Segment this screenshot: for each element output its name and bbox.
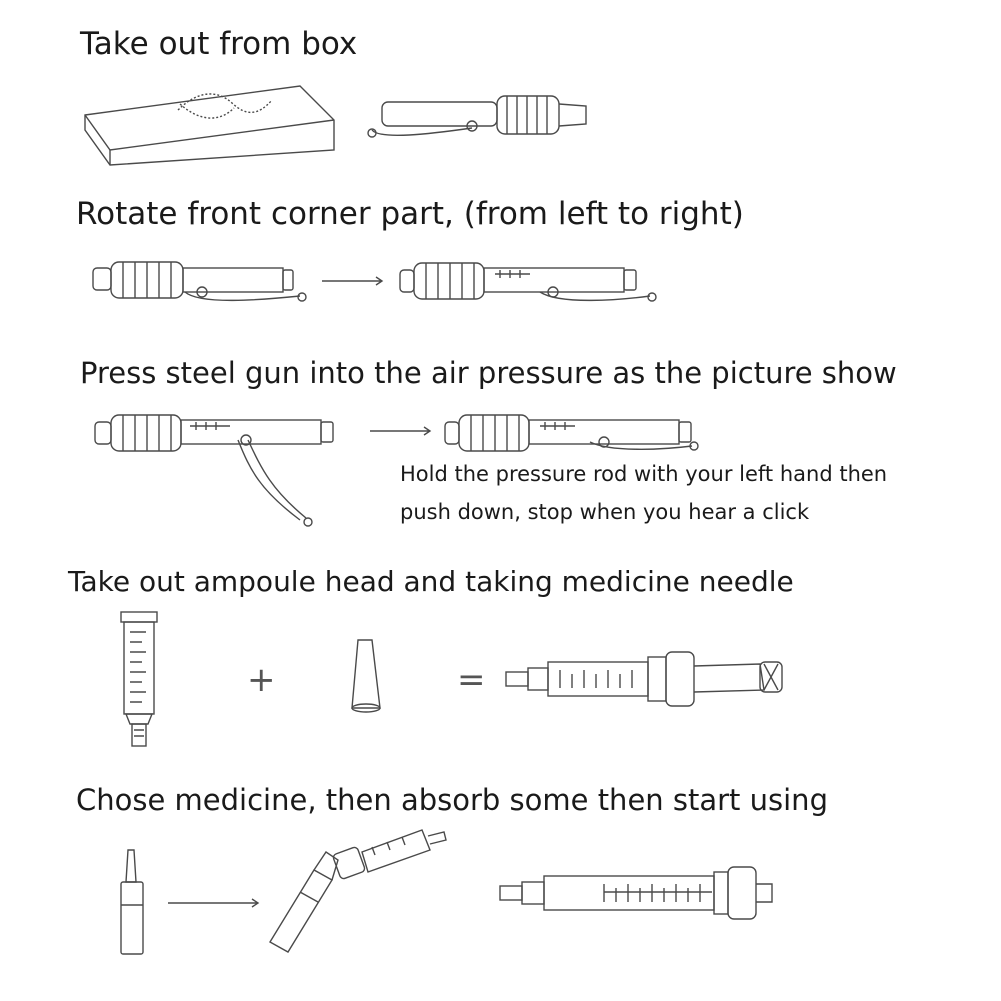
arrow-icon (322, 276, 384, 286)
step-2-title: Rotate front corner part, (from left to … (76, 196, 744, 232)
step-5-title: Chose medicine, then absorb some then st… (76, 783, 828, 817)
equals-sign: = (457, 660, 486, 700)
syringe-icon (332, 829, 447, 880)
arrow-icon (370, 426, 432, 436)
step-1-title: Take out from box (80, 26, 358, 62)
syringe-icon (499, 866, 773, 920)
needle-cap-icon (351, 639, 381, 713)
pen-injector-icon (444, 414, 699, 452)
step-3-note-line-1: Hold the pressure rod with your left han… (400, 462, 888, 486)
ampoule-icon (120, 611, 158, 747)
box-icon (84, 85, 335, 166)
vial-icon (120, 849, 144, 955)
pen-injector-icon (399, 262, 657, 302)
syringe-icon (505, 651, 783, 707)
pen-injector-icon (94, 414, 334, 527)
pen-injector-icon (92, 261, 307, 302)
pen-injector-icon (367, 95, 587, 138)
step-3-title: Press steel gun into the air pressure as… (80, 356, 897, 390)
step-3-note-line-2: push down, stop when you hear a click (400, 500, 810, 524)
step-4-title: Take out ampoule head and taking medicin… (68, 565, 794, 598)
plus-sign: + (247, 660, 276, 700)
arrow-icon (168, 898, 260, 908)
vial-icon (269, 851, 339, 953)
